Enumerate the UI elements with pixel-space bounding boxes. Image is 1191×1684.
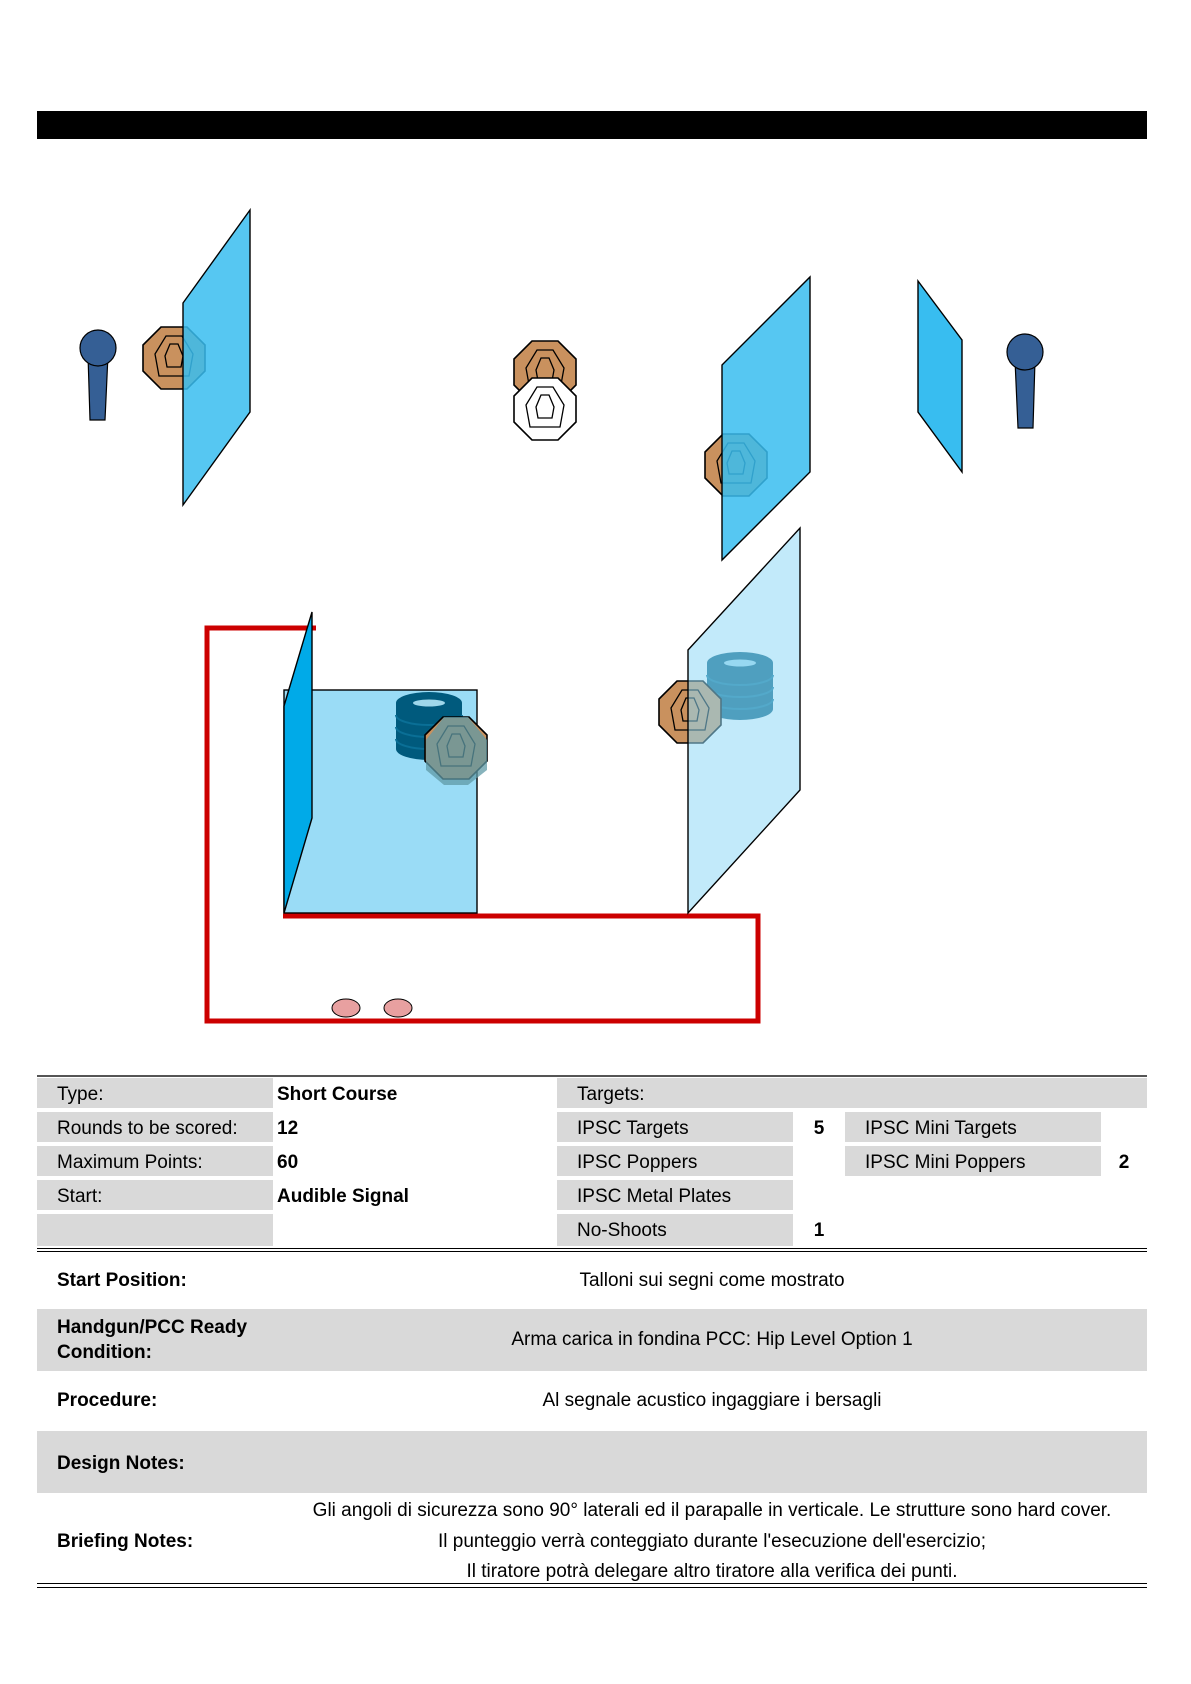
procedure-row: Procedure: Al segnale acustico ingaggiar… (37, 1371, 1147, 1431)
page-end-rule (37, 1583, 1147, 1588)
points-value: 60 (277, 1152, 299, 1173)
ipsc-mini-targets-label: IPSC Mini Targets (845, 1112, 1101, 1144)
ready-condition-label-line-1: Handgun/PCC Ready (57, 1317, 248, 1338)
stage-summary-table: Type: Short Course Targets: Rounds to be… (37, 1075, 1147, 1252)
points-label: Maximum Points: (37, 1146, 273, 1178)
ready-condition-value: Arma carica in fondina PCC: Hip Level Op… (511, 1329, 913, 1350)
ipsc-targets-label: IPSC Targets (557, 1112, 793, 1144)
stage-diagram (79, 207, 1044, 1024)
ready-condition-label-line-2: Condition: (57, 1342, 152, 1363)
empty-label-cell (37, 1214, 273, 1248)
ipsc-targets-value: 5 (813, 1118, 825, 1139)
ipsc-mini-poppers-value: 2 (1118, 1152, 1130, 1173)
no-shoots-value: 1 (813, 1220, 825, 1241)
stage-title-bar (37, 111, 1147, 139)
briefing-notes-line: Il punteggio verrà conteggiato durante l… (437, 1531, 987, 1552)
design-notes-row: Design Notes: (37, 1431, 1147, 1493)
start-mark-icon (331, 998, 361, 1018)
popper-icon (1006, 333, 1044, 429)
type-value: Short Course (277, 1084, 398, 1105)
start-position-row: Start Position: Talloni sui segni come m… (37, 1255, 1147, 1309)
no-shoot-icon (513, 377, 577, 441)
hard-cover-wall-icon (721, 275, 811, 562)
procedure-value: Al segnale acustico ingaggiare i bersagl… (542, 1390, 882, 1411)
rounds-label: Rounds to be scored: (37, 1112, 273, 1144)
targets-label: Targets: (557, 1078, 1147, 1110)
start-label: Start: (37, 1180, 273, 1212)
procedure-label: Procedure: (57, 1390, 158, 1411)
type-label: Type: (37, 1078, 273, 1110)
briefing-notes-line: Gli angoli di sicurezza sono 90° lateral… (312, 1500, 1112, 1521)
briefing-notes-label: Briefing Notes: (57, 1531, 194, 1552)
start-mark-icon (383, 998, 413, 1018)
hard-cover-wall-icon (283, 611, 313, 914)
no-shoots-label: No-Shoots (557, 1214, 793, 1248)
start-position-label: Start Position: (57, 1270, 187, 1291)
table-bottom-rule (37, 1248, 1147, 1252)
briefing-notes-row: Briefing Notes: Gli angoli di sicurezza … (37, 1493, 1147, 1583)
ipsc-metal-plates-label: IPSC Metal Plates (557, 1180, 793, 1212)
hard-cover-wall-icon (182, 207, 251, 508)
popper-icon (79, 329, 117, 421)
hard-cover-wall-icon (687, 526, 801, 915)
start-value: Audible Signal (277, 1186, 409, 1207)
hard-cover-wall-icon (917, 278, 963, 475)
rounds-value: 12 (277, 1118, 299, 1139)
ipsc-mini-poppers-label: IPSC Mini Poppers (845, 1146, 1101, 1178)
table-top-rule (37, 1075, 1147, 1077)
start-position-value: Talloni sui segni come mostrato (579, 1270, 845, 1291)
design-notes-label: Design Notes: (57, 1453, 185, 1474)
briefing-notes-line: Il tiratore potrà delegare altro tirator… (466, 1561, 958, 1582)
ready-condition-row: Handgun/PCC Ready Condition: Arma carica… (37, 1309, 1147, 1371)
ipsc-poppers-label: IPSC Poppers (557, 1146, 793, 1178)
fault-line-icon (204, 625, 761, 1024)
